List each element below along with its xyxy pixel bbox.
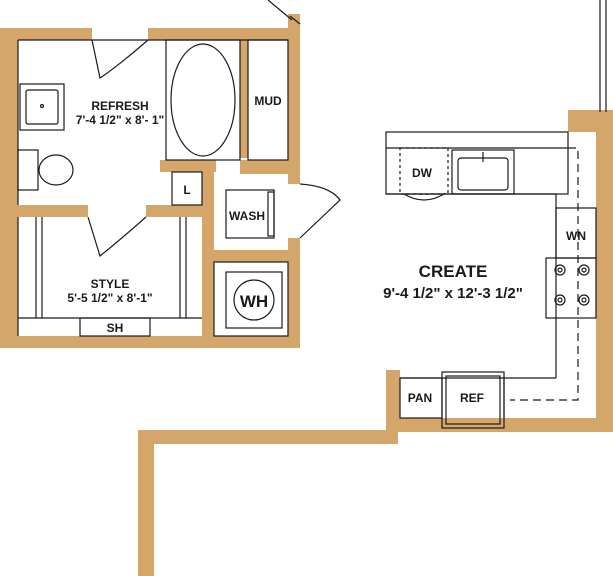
mud-closet — [247, 39, 289, 161]
water-heater-label: WH — [240, 292, 268, 311]
refresh-name: REFRESH — [91, 99, 148, 113]
refresh-dims: 7'-4 1/2" x 8'- 1" — [76, 113, 164, 127]
linen-label: L — [183, 183, 190, 197]
fixture-lines — [17, 0, 607, 429]
walls — [0, 14, 613, 576]
linen-closet — [171, 171, 203, 206]
style-name: STYLE — [91, 277, 130, 291]
kitchen-sink — [451, 149, 515, 195]
create-name: CREATE — [419, 262, 488, 281]
water-heater — [233, 279, 275, 321]
create-dims: 9'-4 1/2" x 12'-3 1/2" — [383, 285, 523, 302]
pantry-label: PAN — [408, 391, 432, 405]
mud-label: MUD — [254, 94, 282, 108]
wash-label: WASH — [229, 209, 265, 223]
labels: REFRESH 7'-4 1/2" x 8'- 1" STYLE 5'-5 1/… — [67, 94, 586, 405]
shower-bench — [79, 317, 151, 337]
range — [545, 257, 597, 319]
dishwasher-label: DW — [412, 166, 433, 180]
wine-label: WN — [566, 229, 586, 243]
refrigerator-label: REF — [460, 391, 484, 405]
shower-label: SH — [107, 321, 124, 335]
bathtub — [165, 39, 241, 161]
style-dims: 5'-5 1/2" x 8'-1" — [67, 291, 152, 305]
dishwasher — [399, 147, 449, 195]
vanity — [19, 83, 65, 131]
